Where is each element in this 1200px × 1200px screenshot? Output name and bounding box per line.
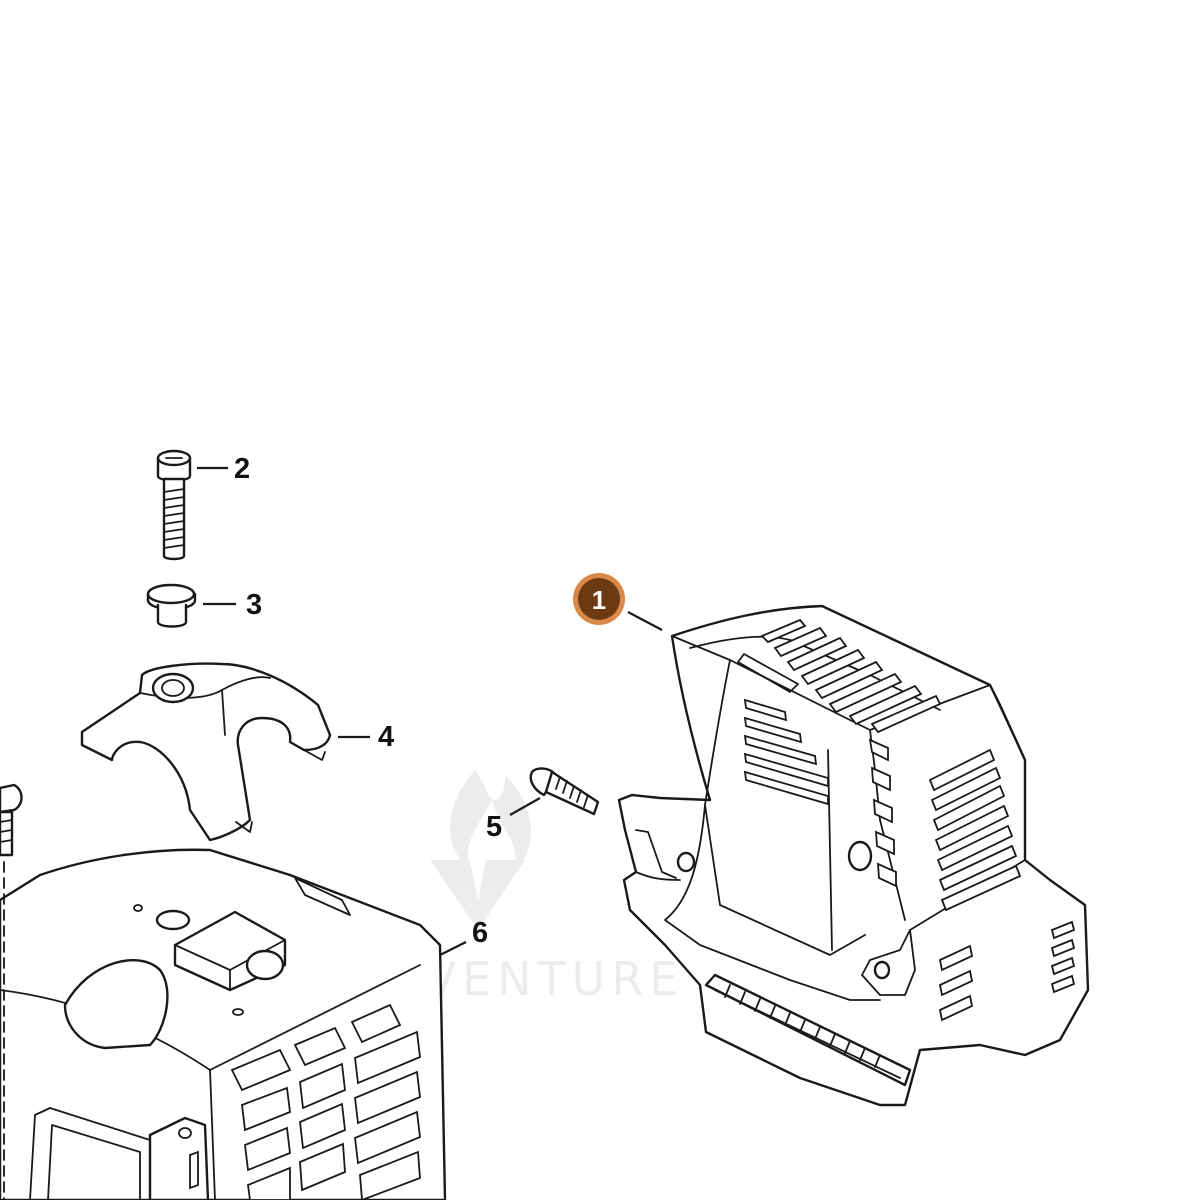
part-5-screw[interactable] [529,767,600,816]
callout-5[interactable]: 5 [486,811,502,843]
callout-1-label: 1 [592,585,606,615]
callout-1[interactable]: 1 [573,573,625,625]
flame-logo-icon [430,770,532,930]
part-3-grommet[interactable] [146,583,197,628]
callout-3[interactable]: 3 [246,589,262,621]
leader-lines [197,466,663,956]
part-6-housing[interactable] [0,783,447,1200]
callout-6[interactable]: 6 [472,917,488,949]
part-1-cover[interactable] [617,604,1090,1107]
part-2-screw[interactable] [156,449,192,561]
callout-4[interactable]: 4 [378,721,394,753]
callout-2[interactable]: 2 [234,453,250,485]
part-4-clamp[interactable] [80,662,332,842]
